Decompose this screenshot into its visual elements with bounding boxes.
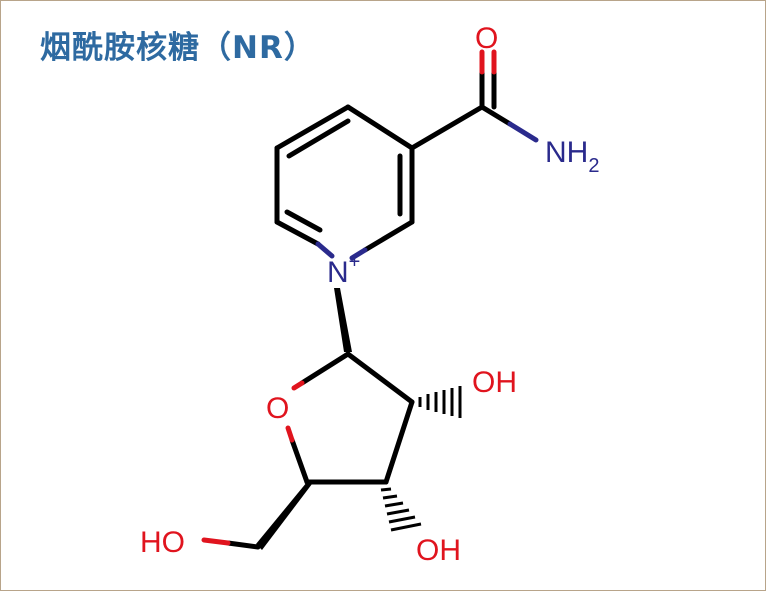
- bond-c4-c5: [345, 104, 415, 151]
- hash-c2prime-oh: [418, 386, 462, 418]
- wedge-c4prime-c5prime: [256, 482, 312, 550]
- carboxamide-group: [409, 49, 539, 151]
- atom-ring-nitrogen: N+: [327, 251, 360, 289]
- bond-carbonyl-n: [479, 104, 513, 127]
- ribose-ring: [285, 351, 415, 485]
- hash-c3prime-oh: [380, 487, 422, 532]
- atom-carbonyl-oxygen: O: [475, 22, 498, 55]
- bond-c2-n1: [274, 219, 321, 247]
- bond-c5-carbonyl: [409, 104, 485, 151]
- bond-c3-c4: [274, 104, 351, 151]
- bond-c5prime-o: [225, 540, 261, 550]
- bond-carbonyl-n-part: [507, 121, 539, 143]
- bond-c6-n1-n-part: [349, 247, 368, 261]
- bond-c3-c4-double: [286, 118, 351, 159]
- diagram-title: 烟酰胺核糖（NR）: [40, 30, 316, 66]
- atom-c2prime-hydroxyl: OH: [472, 366, 517, 399]
- wedge-n1-c1prime: [334, 288, 352, 352]
- atom-c3prime-hydroxyl: OH: [416, 534, 461, 567]
- bond-c1prime-o: [299, 351, 351, 386]
- bond-c4prime-o: [289, 437, 310, 485]
- bond-c6-n1: [362, 219, 415, 253]
- atom-ribose-oxygen: O: [266, 392, 289, 425]
- pyridinium-ring: [274, 104, 415, 261]
- atom-c5prime-hydroxyl: HO: [140, 526, 185, 559]
- bond-c2-n1-n-part: [315, 241, 335, 259]
- bond-c4prime-o-o-part: [285, 425, 295, 443]
- bond-c1prime-c2prime: [345, 351, 415, 405]
- bond-c2prime-c3prime: [383, 399, 415, 485]
- atom-amide-nitrogen: NH2: [545, 136, 599, 177]
- bond-c5prime-o-o-part: [201, 537, 231, 546]
- bond-c2-n1-double: [284, 209, 323, 233]
- bond-c1prime-o-o-part: [291, 380, 305, 391]
